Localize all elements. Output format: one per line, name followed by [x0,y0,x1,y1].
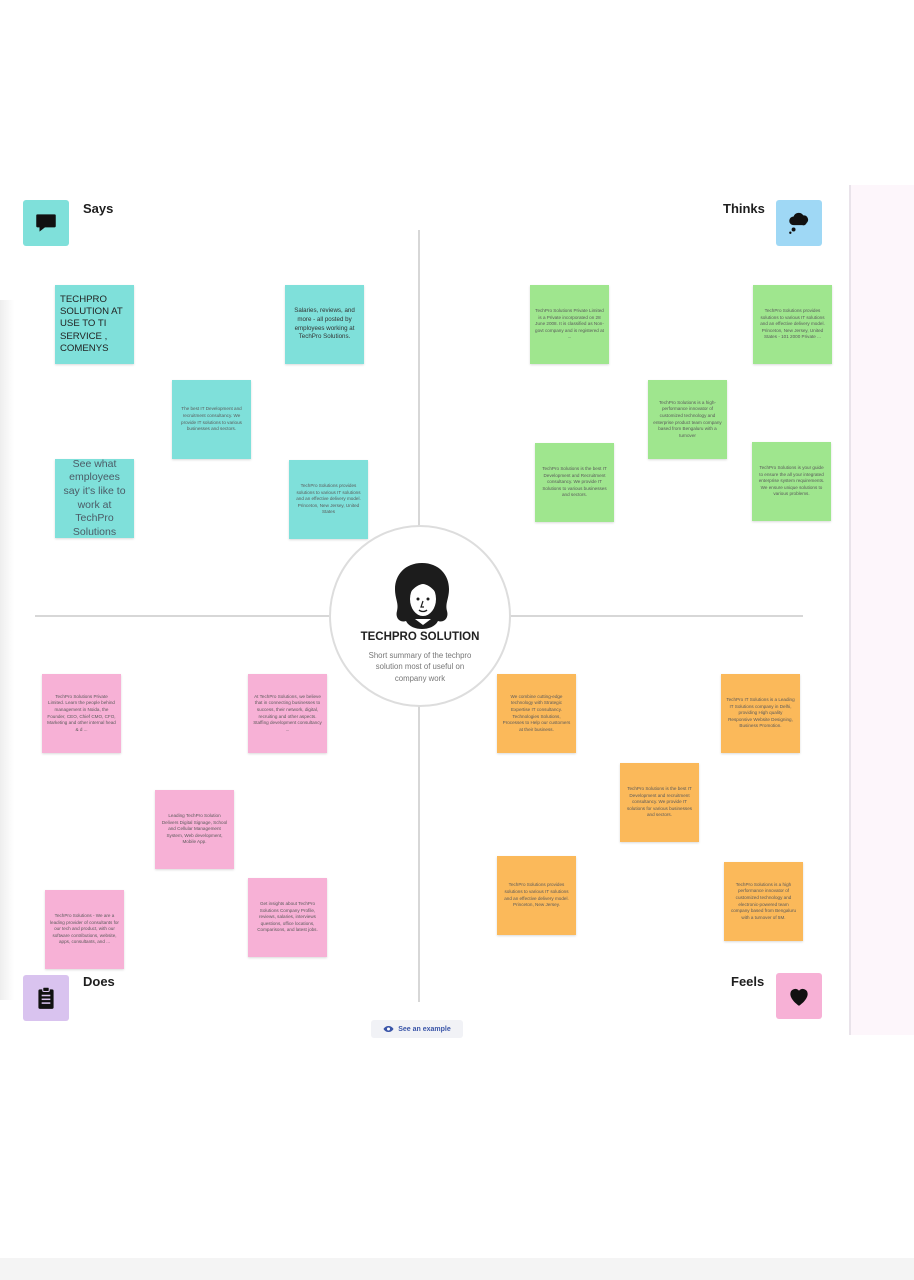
eye-icon [383,1026,394,1032]
sticky-note-does-2[interactable]: At TechPro Solutions, we believe that in… [248,674,327,753]
sticky-note-does-1[interactable]: TechPro Solutions Private Limited. Learn… [42,674,121,753]
sticky-note-says-5[interactable]: TechPro Solutions provides solutions to … [289,460,368,539]
sticky-note-says-3[interactable]: The best IT Development and recruitment … [172,380,251,459]
does-label: Does [83,974,115,989]
sticky-note-thinks-3[interactable]: TechPro Solutions is a high-performance … [648,380,727,459]
heart-icon [776,973,822,1019]
sticky-note-thinks-1[interactable]: TechPro Solutions Private Limited is a P… [530,285,609,364]
sticky-note-says-4[interactable]: See what employees say it's like to work… [55,459,134,538]
sticky-note-says-1[interactable]: TECHPRO SOLUTION AT USE TO TI SERVICE , … [55,285,134,364]
feels-label: Feels [731,974,765,989]
thought-cloud-icon [776,200,822,246]
see-example-label: See an example [398,1025,451,1033]
sticky-note-does-3[interactable]: Leading TechPro Solution Delivers Digita… [155,790,234,869]
says-label: Says [83,201,114,216]
sticky-note-does-4[interactable]: TechPro Solutions - We are a leading pro… [45,890,124,969]
sticky-note-thinks-2[interactable]: TechPro Solutions provides solutions to … [753,285,832,364]
sticky-note-feels-5[interactable]: TechPro Solutions is a high performance … [724,862,803,941]
thinks-label: Thinks [723,201,765,216]
persona-summary: Short summary of the techpro solution mo… [368,651,472,683]
persona-circle[interactable]: TECHPRO SOLUTION Short summary of the te… [329,525,511,707]
persona-avatar [395,563,449,629]
sticky-note-thinks-4[interactable]: TechPro Solutions is the best IT Develop… [535,443,614,522]
sticky-note-says-2[interactable]: Salaries, reviews, and more - all posted… [285,285,364,364]
sticky-note-feels-1[interactable]: We combine cutting-edge technology with … [497,674,576,753]
persona-name: TECHPRO SOLUTION [360,631,480,643]
right-side-panel [849,185,914,1035]
clipboard-icon [23,975,69,1021]
see-example-button[interactable]: See an example [371,1020,463,1038]
bottom-bar [0,1258,914,1280]
left-edge-shadow [0,300,14,1000]
sticky-note-feels-4[interactable]: TechPro Solutions provides solutions to … [497,856,576,935]
sticky-note-feels-2[interactable]: TechPro IT Solutions is a Leading IT Sol… [721,674,800,753]
sticky-note-thinks-5[interactable]: TechPro Solutions is your guide to ensur… [752,442,831,521]
speech-bubble-icon [23,200,69,246]
sticky-note-does-5[interactable]: Get insights about TechPro Solutions Com… [248,878,327,957]
sticky-note-feels-3[interactable]: TechPro Solutions is the best IT Develop… [620,763,699,842]
